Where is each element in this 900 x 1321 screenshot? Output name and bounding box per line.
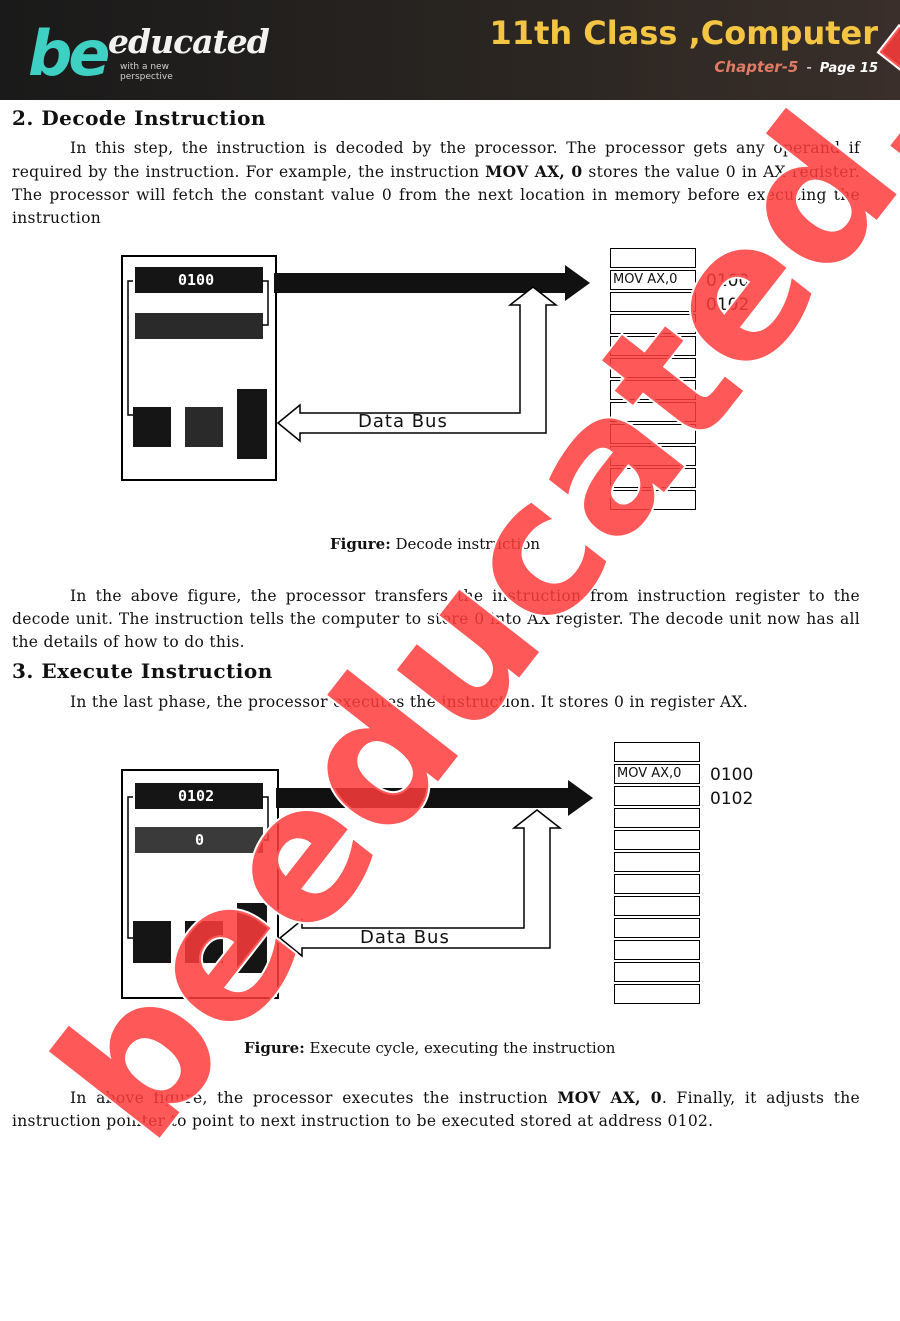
memory-cell [614, 940, 700, 960]
decode-text-a: In this step, the instruction is decoded… [12, 139, 860, 181]
brand-tagline: with a new perspective [120, 62, 173, 82]
data-bus-label: Data Bus [358, 411, 448, 432]
cpu-box: 0100 [121, 255, 277, 481]
brand-logo-educated: educated [108, 22, 270, 61]
execute-paragraph-1: In the last phase, the processor execute… [12, 691, 860, 714]
memory-cell [610, 314, 696, 334]
figure-execute: 0102 0 Data Bus MOV AX,0 0100 0102 [0, 740, 900, 1020]
decode-unit-execute [185, 921, 223, 963]
memory-cell [610, 336, 696, 356]
control-unit [237, 389, 267, 459]
memory-cell [610, 402, 696, 422]
memory-cell [614, 874, 700, 894]
memory-cell-instruction: MOV AX,0 [610, 270, 696, 290]
instruction-register [135, 267, 263, 293]
decode-unit [185, 407, 223, 447]
memory-cell-instruction: MOV AX,0 [614, 764, 700, 784]
memory-cell [610, 446, 696, 466]
register-ax-execute [133, 921, 171, 963]
caption-label: Figure: [330, 535, 391, 553]
memory-cell [610, 490, 696, 510]
page-header: be educated with a new perspective 11th … [0, 0, 900, 100]
caption-label-execute: Figure: [244, 1039, 305, 1057]
execute-code: MOV AX, 0 [557, 1088, 662, 1107]
memory-cell [610, 248, 696, 268]
decode-paragraph-1: In this step, the instruction is decoded… [12, 137, 860, 230]
execute-text-a: In above figure, the processor executes … [70, 1089, 558, 1107]
memory-address-0102-execute: 0102 [710, 789, 754, 809]
operand-register-value: 0 [195, 831, 205, 849]
memory-cell [610, 380, 696, 400]
instruction-register-value: 0100 [178, 271, 215, 289]
data-bus-label-execute: Data Bus [360, 927, 450, 948]
register-ax [133, 407, 171, 447]
memory-cell [610, 468, 696, 488]
execute-text-b: . Finally, it adjusts the instruction po… [12, 1089, 861, 1130]
memory-cell [610, 358, 696, 378]
memory-address-0100: 0100 [706, 271, 750, 291]
caption-text-execute: Execute cycle, executing the instruction [304, 1039, 616, 1057]
memory-cell [614, 962, 700, 982]
instruction-register-execute [135, 783, 263, 809]
instruction-register-value-execute: 0102 [178, 787, 215, 805]
memory-address-0102: 0102 [706, 295, 750, 315]
decode-paragraph-2-text: In the above figure, the processor trans… [12, 587, 860, 651]
decode-paragraph-2: In the above figure, the processor trans… [12, 585, 860, 654]
caption-text: Decode instruction [390, 535, 541, 553]
execute-paragraph-2: In above figure, the processor executes … [12, 1086, 860, 1133]
memory-cell [614, 852, 700, 872]
memory-cell [614, 984, 700, 1004]
execute-paragraph-1-text: In the last phase, the processor execute… [70, 693, 749, 711]
page-title: 11th Class ,Computer [489, 14, 878, 52]
memory-address-0100-execute: 0100 [710, 765, 754, 785]
brand-logo-be: be [28, 17, 110, 90]
cpu-box-execute: 0102 0 [121, 769, 279, 999]
memory-cell [614, 786, 700, 806]
memory-cell [614, 742, 700, 762]
chapter-dash: - [806, 58, 812, 76]
operand-register-execute [135, 827, 263, 853]
memory-cell [614, 918, 700, 938]
memory-cell [614, 896, 700, 916]
figure-caption-decode: Figure: Decode instruction [330, 535, 540, 553]
figure-decode-arrows [127, 265, 590, 443]
chapter-label: Chapter-5 [714, 58, 799, 76]
memory-cell [610, 424, 696, 444]
memory-cell [614, 808, 700, 828]
section-heading-execute: 3. Execute Instruction [12, 659, 273, 683]
figure-decode: 0100 Data Bus MOV AX,0 0100 0102 [0, 245, 900, 525]
operand-register [135, 313, 263, 339]
chapter-info: Chapter-5-Page 15 [714, 58, 878, 76]
control-unit-execute [237, 903, 267, 973]
brand-logo: be educated with a new perspective [10, 8, 270, 96]
decode-code: MOV AX, 0 [485, 162, 583, 181]
memory-cell [614, 830, 700, 850]
figure-caption-execute: Figure: Execute cycle, executing the ins… [244, 1039, 615, 1057]
figure-execute-arrows [127, 780, 593, 958]
decode-text-b: stores the value 0 in AX register. The p… [12, 163, 860, 227]
page-number: Page 15 [819, 61, 878, 76]
memory-cell [610, 292, 696, 312]
section-heading-decode: 2. Decode Instruction [12, 106, 266, 130]
